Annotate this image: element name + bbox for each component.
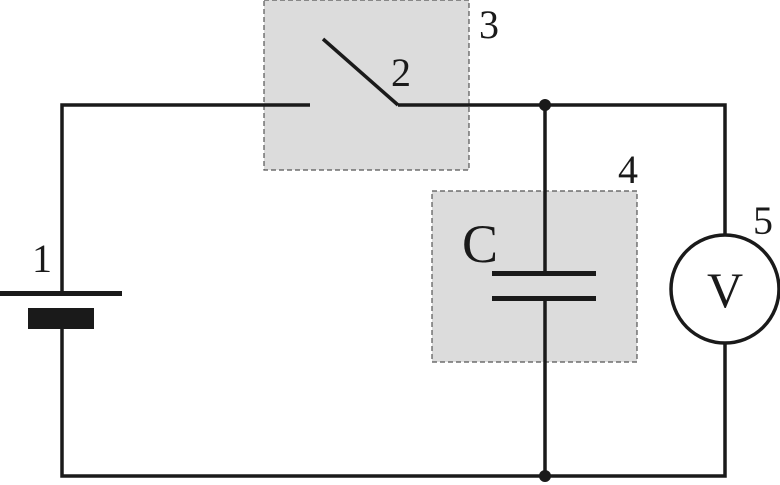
voltmeter-symbol: V <box>707 262 743 318</box>
wires <box>60 103 727 478</box>
switch-box <box>263 0 470 171</box>
switch-label: 2 <box>391 50 411 95</box>
wire-top-right <box>398 103 727 235</box>
junction-dot-icon <box>539 470 551 482</box>
voltmeter-icon <box>669 233 780 345</box>
capacitor-box-label: 4 <box>618 147 638 192</box>
wire-top-left <box>60 103 310 293</box>
voltmeter-label: 5 <box>753 198 773 243</box>
junction-dot-icon <box>539 99 551 111</box>
capacitor-icon <box>492 271 596 301</box>
switch-box-label: 3 <box>479 2 499 47</box>
capacitor-symbol: C <box>462 214 498 274</box>
battery-label: 1 <box>32 236 52 281</box>
wire-bottom <box>60 327 727 478</box>
switch-icon <box>321 37 400 107</box>
capacitor-box <box>431 190 638 363</box>
battery-icon <box>0 291 122 329</box>
